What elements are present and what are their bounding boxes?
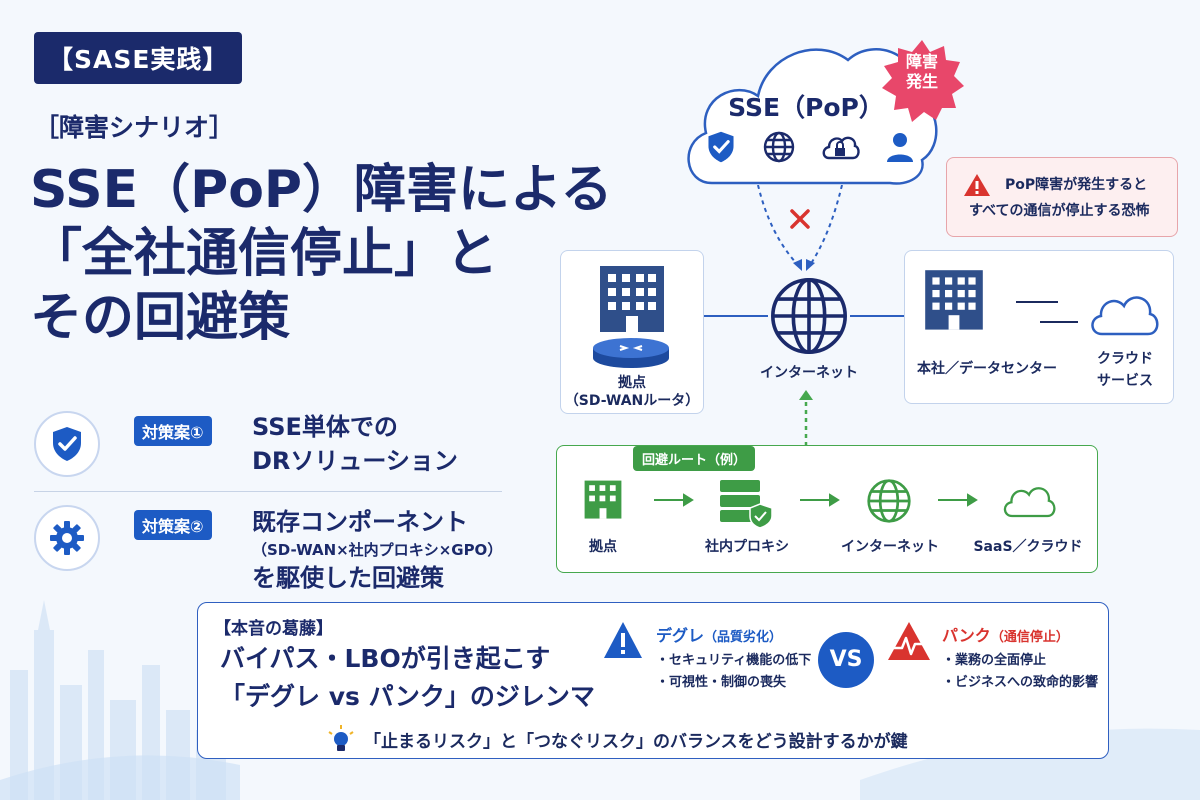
measure-2-text: 既存コンポーネント （SD-WAN×社内プロキシ×GPO） を駆使した回避策 — [252, 505, 502, 595]
punk-title-sub: （通信停止） — [990, 630, 1069, 645]
hq-label: 本社／データセンター — [917, 361, 1057, 377]
scenario-label: ［障害シナリオ］ — [34, 113, 235, 142]
site-label-1: 拠点 — [618, 375, 646, 391]
measure-2-tag: 対策案② — [134, 510, 212, 540]
router-icon — [593, 338, 669, 368]
bypass-arrow — [799, 390, 813, 446]
route-step-3: インターネット — [841, 539, 939, 555]
cloud-lock-icon — [822, 136, 861, 160]
route-step-2: 社内プロキシ — [705, 539, 789, 555]
route-tag: 回避ルート（例） — [633, 446, 756, 471]
vs-badge: VS — [818, 632, 874, 688]
globe-icon — [763, 131, 794, 163]
burst-line-1: 障害 — [905, 52, 938, 71]
section-badge: 【SASE実践】 — [34, 32, 243, 84]
hq-building-icon — [925, 270, 983, 330]
degrade-title-sub: （品質劣化） — [704, 630, 783, 645]
warning-icon — [964, 174, 990, 196]
sse-cloud — [687, 48, 938, 185]
lightbulb-icon — [328, 725, 354, 751]
failure-burst-text: 障害 発生 — [880, 52, 964, 92]
cloud-service-icon — [1091, 296, 1159, 336]
dilemma-text: バイパス・LBOが引き起こす 「デグレ vs パンク」のジレンマ — [220, 640, 595, 716]
route-globe-icon — [867, 479, 911, 523]
user-icon — [886, 133, 913, 162]
proxy-server-icon — [720, 480, 773, 528]
x-mark-icon — [790, 209, 810, 229]
hq-cloud-link — [1016, 301, 1078, 323]
network-lines — [704, 315, 904, 317]
dilemma-line-1: バイパス・LBOが引き起こす — [220, 644, 551, 673]
blocked-connection — [757, 185, 843, 271]
site-label-2: （SD-WANルータ） — [564, 393, 700, 409]
degrade-title-main: デグレ — [656, 626, 705, 645]
degrade-warning-icon — [604, 622, 642, 658]
building-icon — [600, 266, 664, 332]
saas-cloud-icon — [1003, 487, 1056, 518]
divider — [34, 491, 502, 492]
title-line-1: SSE（PoP）障害による — [30, 160, 613, 220]
measure-2-line-1: 既存コンポーネント — [252, 508, 468, 536]
route-step-1: 拠点 — [589, 539, 617, 555]
wave-decoration — [860, 728, 1200, 800]
key-message: 「止まるリスク」と「つなぐリスク」のバランスをどう設計するかが鍵 — [364, 732, 908, 752]
measure-2-line-2: を駆使した回避策 — [252, 564, 444, 592]
punk-item-1: ・業務の全面停止 — [942, 653, 1047, 668]
punk-alert-icon — [888, 622, 930, 660]
failure-burst — [882, 40, 964, 122]
title-line-3: その回避策 — [30, 288, 291, 348]
degrade-title: デグレ（品質劣化） — [656, 622, 782, 646]
degrade-item-1: ・セキュリティ機能の低下 — [656, 653, 812, 668]
measure-2-sub: （SD-WAN×社内プロキシ×GPO） — [252, 541, 503, 559]
title-line-2: 「全社通信停止」と — [30, 224, 499, 284]
page-title: SSE（PoP）障害による 「全社通信停止」と その回避策 — [30, 158, 612, 350]
punk-title: パンク（通信停止） — [942, 622, 1069, 646]
internet-label: インターネット — [760, 365, 858, 381]
punk-item-2: ・ビジネスへの致命的影響 — [942, 675, 1099, 690]
shield-check-icon — [708, 131, 734, 163]
cloud-service-label-1: クラウド — [1097, 351, 1153, 367]
shield-check-icon — [34, 411, 100, 477]
dilemma-box — [197, 602, 1109, 759]
cloud-title: SSE（PoP） — [728, 93, 884, 122]
warning-line-2: すべての通信が停止する恐怖 — [969, 203, 1150, 219]
degrade-item-2: ・可視性・制御の喪失 — [656, 675, 787, 690]
cloud-service-label-2: サービス — [1097, 373, 1153, 389]
internet-globe-icon — [771, 278, 847, 354]
measure-1-line-1: SSE単体での — [252, 413, 398, 441]
dilemma-tag: 【本音の葛藤】 — [214, 619, 333, 639]
measure-1-tag: 対策案① — [134, 416, 212, 446]
warning-box: PoP障害が発生すると すべての通信が停止する恐怖 — [946, 157, 1178, 237]
dilemma-line-2: 「デグレ vs パンク」のジレンマ — [220, 682, 595, 711]
warning-line-1: PoP障害が発生すると — [1005, 177, 1148, 193]
gear-icon — [34, 505, 100, 571]
measure-1-text: SSE単体での DRソリューション — [252, 410, 458, 478]
measure-1-line-2: DRソリューション — [252, 447, 458, 475]
route-arrows — [654, 493, 978, 507]
burst-line-2: 発生 — [905, 72, 938, 91]
route-site-building-icon — [584, 480, 622, 519]
cloud-icons — [705, 130, 915, 164]
route-step-4: SaaS／クラウド — [973, 539, 1083, 555]
punk-title-main: パンク — [942, 626, 991, 645]
